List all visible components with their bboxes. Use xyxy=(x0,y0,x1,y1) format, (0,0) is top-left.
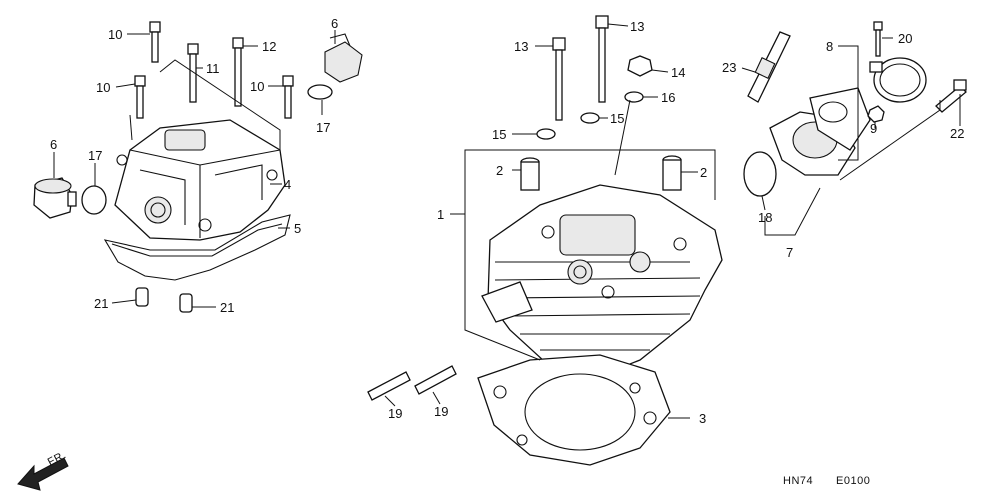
dowel-right xyxy=(179,293,193,313)
insulator-band xyxy=(869,57,927,103)
callout-6b: 6 xyxy=(50,137,57,152)
nut-9 xyxy=(867,105,885,123)
callout-19a: 19 xyxy=(388,406,402,421)
callout-13a: 13 xyxy=(514,39,528,54)
callout-18: 18 xyxy=(758,210,772,225)
o-ring-left xyxy=(81,185,107,215)
leader-lines xyxy=(53,23,961,419)
callout-15a: 15 xyxy=(610,111,624,126)
valve-guide-left xyxy=(520,157,540,191)
callout-17b: 17 xyxy=(88,148,102,163)
callout-22: 22 xyxy=(950,126,964,141)
diagram-code-model: HN74 xyxy=(783,475,813,487)
washer-15a xyxy=(580,112,600,124)
screw-20 xyxy=(873,21,883,57)
o-ring-18 xyxy=(743,151,777,197)
dowel-left xyxy=(135,287,149,307)
cover-bolt-10b xyxy=(134,75,146,119)
callout-labels: 10 10 11 12 10 6 17 6 17 4 5 21 21 13 13… xyxy=(50,16,964,426)
callout-1: 1 xyxy=(437,207,444,222)
callout-9: 9 xyxy=(870,121,877,136)
o-ring-upper xyxy=(307,84,333,100)
cover-bolt-12 xyxy=(232,37,244,107)
cap-nut xyxy=(627,55,653,77)
callout-20: 20 xyxy=(898,31,912,46)
tappet-cap-upper xyxy=(324,33,363,83)
callout-7: 7 xyxy=(786,245,793,260)
stud-bolt-left xyxy=(367,371,411,401)
head-bolt-13a xyxy=(552,37,566,121)
stud-bolt-right xyxy=(414,365,457,395)
callout-10a: 10 xyxy=(108,27,122,42)
callout-2b: 2 xyxy=(700,165,707,180)
cylinder-head xyxy=(481,184,723,381)
callout-23: 23 xyxy=(722,60,736,75)
callout-2a: 2 xyxy=(496,163,503,178)
cylinder-head-gasket xyxy=(477,354,671,466)
cover-gasket xyxy=(103,214,291,281)
callout-15b: 15 xyxy=(492,127,506,142)
tappet-cap-left xyxy=(33,177,77,219)
cover-bolt-10a xyxy=(149,21,161,63)
valve-guide-right xyxy=(662,155,682,191)
diagram-code-figure: E0100 xyxy=(836,475,870,487)
washer-16 xyxy=(624,91,644,103)
callout-11: 11 xyxy=(206,61,220,76)
callout-3: 3 xyxy=(699,411,706,426)
callout-17a: 17 xyxy=(316,120,330,135)
head-bolt-13b xyxy=(595,15,609,103)
callout-13b: 13 xyxy=(630,19,644,34)
cylinder-head-cover xyxy=(114,119,286,241)
callout-21b: 21 xyxy=(220,300,234,315)
cover-bolt-10c xyxy=(282,75,294,119)
front-arrow-icon: FR. xyxy=(17,449,69,491)
washer-15b xyxy=(536,128,556,140)
callout-4: 4 xyxy=(284,177,291,192)
callout-10b: 10 xyxy=(96,80,110,95)
callout-6a: 6 xyxy=(331,16,338,31)
callout-14: 14 xyxy=(671,65,685,80)
callout-16: 16 xyxy=(661,90,675,105)
spark-plug xyxy=(747,31,791,103)
callout-21a: 21 xyxy=(94,296,108,311)
callout-12: 12 xyxy=(262,39,276,54)
callout-5: 5 xyxy=(294,221,301,236)
callout-10c: 10 xyxy=(250,79,264,94)
cover-bolt-11 xyxy=(187,43,199,103)
callout-19b: 19 xyxy=(434,404,448,419)
insulator xyxy=(769,87,871,176)
callout-8: 8 xyxy=(826,39,833,54)
